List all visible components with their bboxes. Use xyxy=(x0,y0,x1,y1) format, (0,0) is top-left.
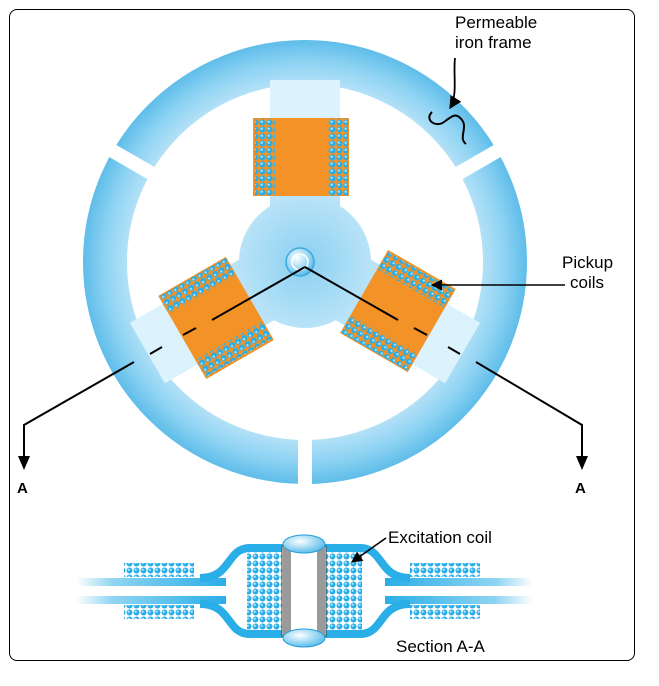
frame-pointer xyxy=(449,57,462,110)
figure-border xyxy=(9,9,635,661)
center-pivot xyxy=(285,247,315,277)
section-label: Section A-A xyxy=(396,637,485,656)
excitation-coil-label: Excitation coil xyxy=(388,528,492,547)
section-arrow-left xyxy=(18,456,30,470)
section-mark-left: A xyxy=(17,480,28,497)
section-arrow-right xyxy=(576,456,588,470)
flux-squiggle-icon xyxy=(428,111,467,145)
pickup-coil-top xyxy=(253,118,349,196)
section-view xyxy=(76,534,533,648)
pickup-label-line2: coils xyxy=(570,273,604,292)
pickup-label-line1: Pickup xyxy=(562,253,613,272)
ring-gap-bottom xyxy=(298,438,312,488)
section-line xyxy=(23,266,583,460)
excitation-pointer xyxy=(351,537,387,563)
frame-label-line2: iron frame xyxy=(455,33,532,52)
frame-label-line1: Permeable xyxy=(455,13,537,32)
section-mark-right: A xyxy=(575,480,586,497)
ring-gap-upper-left xyxy=(105,142,157,181)
pickup-coil-left xyxy=(340,249,456,373)
ring-gap-upper-right xyxy=(453,142,505,181)
